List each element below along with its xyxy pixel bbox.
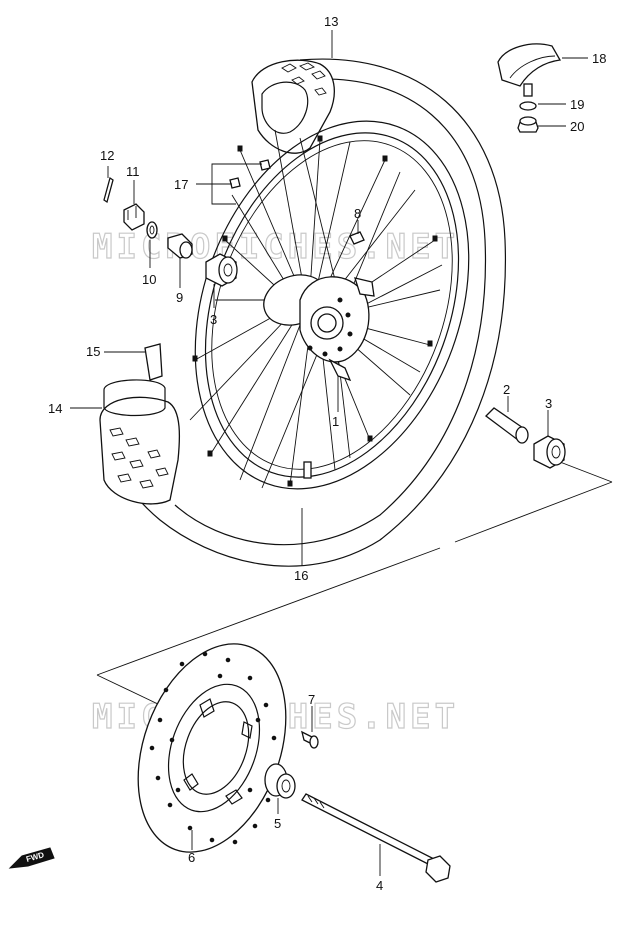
leader-lines xyxy=(70,30,588,876)
callout-14: 14 xyxy=(48,401,62,416)
callout-8: 8 xyxy=(354,206,361,221)
nut-8 xyxy=(349,231,365,245)
tire xyxy=(99,58,507,567)
callout-2: 2 xyxy=(503,382,510,397)
castle-nut xyxy=(123,203,145,231)
bearing-3-upper xyxy=(205,253,238,287)
callout-19: 19 xyxy=(570,97,584,112)
callout-1: 1 xyxy=(332,414,339,429)
assembly-divider-line-3 xyxy=(559,461,613,483)
washer-19 xyxy=(519,101,537,111)
assembly-divider-line xyxy=(96,481,613,676)
washer-10-hole xyxy=(149,225,155,235)
spacer-collar-5 xyxy=(264,763,296,799)
spoke-nipples xyxy=(192,135,438,487)
callout-11: 11 xyxy=(126,164,140,179)
spacer-tube-2 xyxy=(485,407,529,444)
callout-17: 17 xyxy=(174,177,188,192)
callout-18: 18 xyxy=(592,51,606,66)
nut-20 xyxy=(517,116,539,133)
callout-20: 20 xyxy=(570,119,584,134)
spacer-9 xyxy=(167,233,193,259)
callout-12: 12 xyxy=(100,148,114,163)
spoke-17-a xyxy=(259,159,271,171)
valve-stem xyxy=(303,461,312,479)
callout-13: 13 xyxy=(324,14,338,29)
spoke-17-b xyxy=(229,177,241,189)
hub xyxy=(263,274,375,382)
rim-lock xyxy=(497,43,562,97)
brake-disc xyxy=(137,643,287,853)
rim-band xyxy=(144,343,163,381)
callout-4: 4 xyxy=(376,878,383,893)
callout-9: 9 xyxy=(176,290,183,305)
cotter-pin xyxy=(103,176,114,204)
bearing-3-right xyxy=(533,435,566,469)
callout-15: 15 xyxy=(86,344,100,359)
callout-6: 6 xyxy=(188,850,195,865)
callout-7: 7 xyxy=(308,692,315,707)
callout-3-right: 3 xyxy=(545,396,552,411)
fwd-arrow-icon: FWD xyxy=(8,847,55,869)
callout-16: 16 xyxy=(294,568,308,583)
assembly-divider-line-2 xyxy=(96,674,161,706)
disc-bolt-7 xyxy=(301,730,319,749)
callout-5: 5 xyxy=(274,816,281,831)
washer-10 xyxy=(146,221,158,239)
callout-3-upper: 3 xyxy=(210,312,217,327)
callout-10: 10 xyxy=(142,272,156,287)
axle-4 xyxy=(301,793,451,883)
